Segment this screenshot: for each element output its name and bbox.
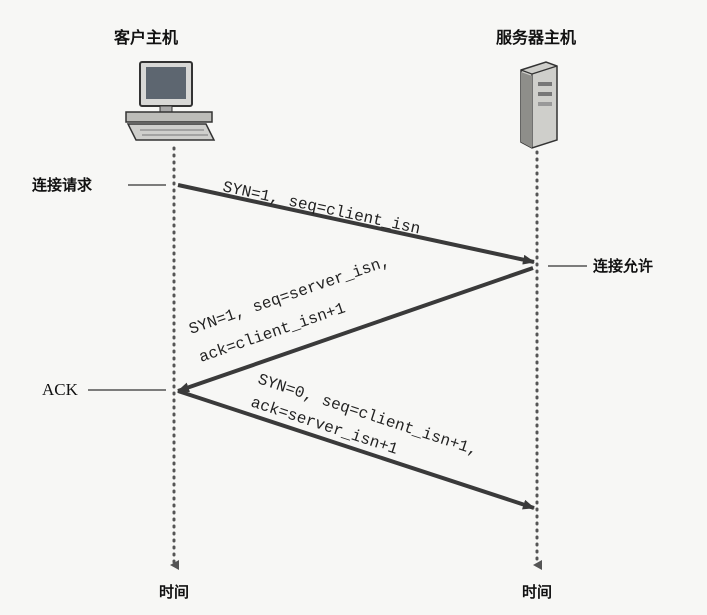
client-time-label: 时间 [159,583,189,601]
ack-arrow [177,389,535,510]
connection-granted-label: 连接允许 [593,257,653,275]
client-host-title: 客户主机 [114,28,178,47]
ack-label: ACK [42,380,79,399]
syn-message-label: SYN=1, seq=client_isn [221,178,422,238]
connection-request-label: 连接请求 [32,176,93,194]
server-tower-icon [520,61,558,149]
server-time-label: 时间 [522,583,552,601]
synack-arrow [177,266,534,393]
desktop-computer-icon [125,61,216,141]
server-host-title: 服务器主机 [496,28,576,47]
syn-arrow [177,183,535,265]
